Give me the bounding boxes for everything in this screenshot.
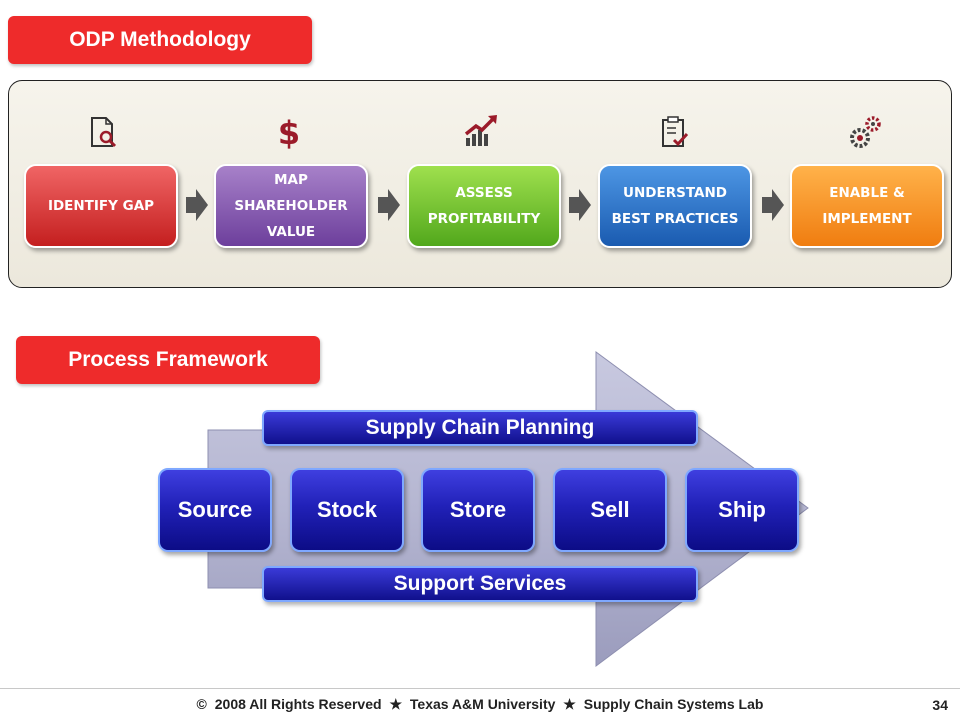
step-enable-implement: ENABLE & IMPLEMENT	[790, 164, 944, 248]
clipboard-check-icon	[662, 116, 689, 147]
copyright-icon: ©	[196, 696, 207, 712]
odp-methodology-tag: ODP Methodology	[8, 16, 312, 64]
flow-arrow-icon	[762, 189, 784, 221]
step-map-shareholder-value: MAP SHAREHOLDER VALUE	[214, 164, 368, 248]
star-icon: ★	[389, 696, 402, 712]
footer-university: Texas A&M University	[409, 696, 556, 712]
process-block-source: Source	[158, 468, 272, 552]
step-label: IDENTIFY GAP	[47, 198, 155, 214]
process-block-stock: Stock	[290, 468, 404, 552]
footer-divider	[0, 688, 960, 689]
step-identify-gap: IDENTIFY GAP	[24, 164, 178, 248]
footer-rights: 2008 All Rights Reserved	[214, 696, 382, 712]
supply-chain-planning-band: Supply Chain Planning	[262, 410, 698, 446]
gears-icon	[850, 116, 881, 148]
footer: © 2008 All Rights Reserved ★ Texas A&M U…	[0, 696, 960, 716]
step-label: UNDERSTAND BEST PRACTICES	[611, 185, 739, 227]
svg-text:$: $	[278, 114, 300, 152]
flow-arrow-icon	[186, 189, 208, 221]
process-block-store: Store	[421, 468, 535, 552]
support-services-band: Support Services	[262, 566, 698, 602]
flow-arrow-icon	[569, 189, 591, 221]
process-block-ship: Ship	[685, 468, 799, 552]
process-block-sell: Sell	[553, 468, 667, 552]
trend-chart-icon	[464, 115, 497, 146]
page-number: 34	[932, 697, 948, 713]
step-label: ASSESS PROFITABILITY	[427, 185, 541, 227]
step-assess-profitability: ASSESS PROFITABILITY	[407, 164, 561, 248]
step-label: MAP SHAREHOLDER VALUE	[234, 172, 348, 240]
footer-lab: Supply Chain Systems Lab	[583, 696, 764, 712]
star-icon: ★	[563, 696, 576, 712]
step-label: ENABLE & IMPLEMENT	[822, 185, 912, 227]
process-framework-tag: Process Framework	[16, 336, 320, 384]
step-understand-best-practices: UNDERSTAND BEST PRACTICES	[598, 164, 752, 248]
document-magnifier-icon	[91, 117, 117, 148]
dollar-icon: $	[278, 114, 300, 152]
flow-arrow-icon	[378, 189, 400, 221]
